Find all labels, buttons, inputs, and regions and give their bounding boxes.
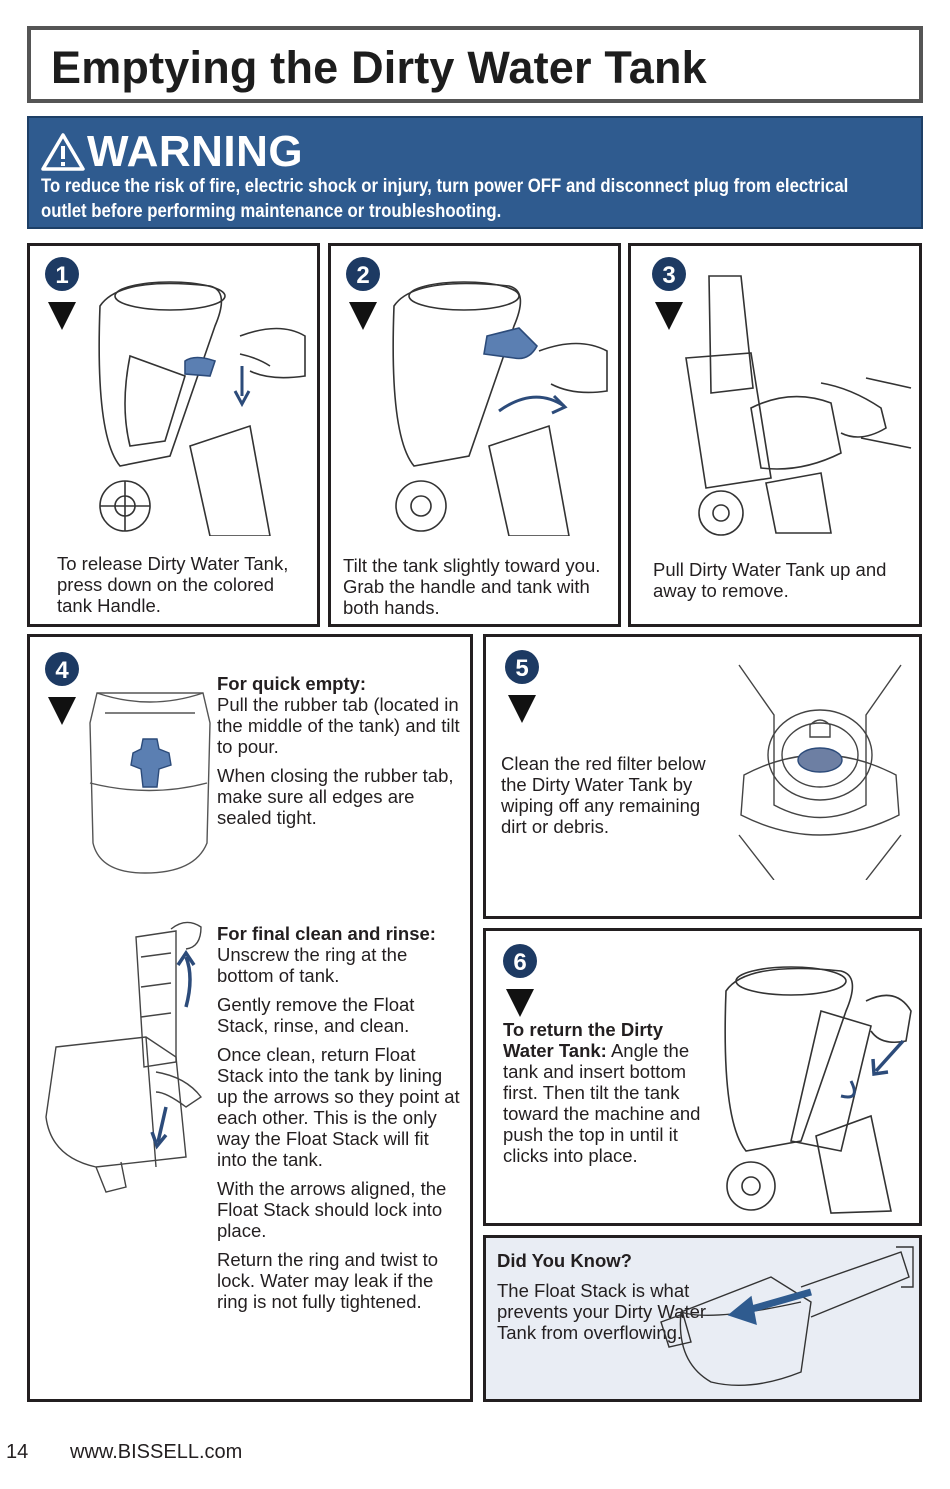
step-4-aligned-text: With the arrows aligned, the Float Stack… bbox=[217, 1178, 447, 1241]
step-1-badge: 1 bbox=[44, 256, 84, 331]
step-3-caption: Pull Dirty Water Tank up and away to rem… bbox=[653, 559, 887, 601]
step-6-number: 6 bbox=[513, 949, 527, 976]
step-4-final-text: Unscrew the ring at the bottom of tank. bbox=[217, 944, 408, 986]
step-1-caption: To release Dirty Water Tank, press down … bbox=[57, 553, 289, 616]
warning-title-row: WARNING bbox=[41, 128, 303, 176]
step-4-closing-text: When closing the rubber tab, make sure a… bbox=[217, 765, 454, 828]
footer-website-link[interactable]: www.BISSELL.com bbox=[70, 1441, 243, 1463]
step-5-panel: 5 Clean the red filter below the Dirty W… bbox=[483, 634, 922, 919]
step-3-badge: 3 bbox=[651, 256, 691, 331]
page-title: Emptying the Dirty Water Tank bbox=[51, 42, 707, 93]
step-2-badge: 2 bbox=[345, 256, 385, 331]
step-6-text: Angle the tank and insert bottom first. … bbox=[503, 1040, 701, 1166]
step-4-panel: 4 For quick empty:Pull the rubber tab (l… bbox=[27, 634, 473, 1402]
page-number: 14 bbox=[6, 1441, 29, 1463]
step-4-ring-text: Return the ring and twist to lock. Water… bbox=[217, 1249, 439, 1312]
step-4-tank-illustration bbox=[85, 683, 215, 878]
step-2-caption: Tilt the tank slightly toward you. Grab … bbox=[343, 555, 601, 618]
step-6-panel: 6 To return the Dirty Water Tank: Angle … bbox=[483, 928, 922, 1226]
step-4-quick-text: Pull the rubber tab (located in the midd… bbox=[217, 694, 460, 757]
warning-title: WARNING bbox=[87, 127, 304, 176]
did-you-know-heading: Did You Know? bbox=[497, 1250, 632, 1271]
step-5-caption: Clean the red filter below the Dirty Wat… bbox=[501, 753, 706, 837]
step-3-panel: 3 Pull Dirty Water Tank up and away to r… bbox=[628, 243, 922, 627]
step-2-illustration bbox=[389, 266, 614, 537]
step-2-panel: 2 Tilt the tank slightly toward you. Gra… bbox=[328, 243, 621, 627]
step-6-badge: 6 bbox=[502, 943, 542, 1018]
step-4-remove-text: Gently remove the Float Stack, rinse, an… bbox=[217, 994, 415, 1036]
did-you-know-panel: Did You Know? The Float Stack is what pr… bbox=[483, 1235, 922, 1402]
step-1-illustration bbox=[90, 266, 312, 537]
step-4-quick-heading: For quick empty: bbox=[217, 673, 367, 694]
step-5-filter-illustration bbox=[734, 655, 906, 881]
did-you-know-float-stack-illustration bbox=[651, 1242, 916, 1392]
step-6-heading: To return the Dirty Water Tank: bbox=[503, 1019, 663, 1061]
did-you-know-block: Did You Know? The Float Stack is what pr… bbox=[497, 1250, 707, 1351]
page-title-box: Emptying the Dirty Water Tank bbox=[27, 26, 923, 103]
step-4-badge: 4 bbox=[44, 651, 84, 726]
did-you-know-text: The Float Stack is what prevents your Di… bbox=[497, 1280, 707, 1343]
step-4-number: 4 bbox=[55, 657, 69, 684]
step-5-number: 5 bbox=[515, 655, 529, 682]
step-4-return-text: Once clean, return Float Stack into the … bbox=[217, 1044, 460, 1170]
step-6-block: To return the Dirty Water Tank: Angle th… bbox=[503, 1019, 718, 1166]
step-2-number: 2 bbox=[356, 262, 370, 289]
step-4-final-block: For final clean and rinse: Unscrew the r… bbox=[217, 923, 462, 1320]
step-3-illustration bbox=[681, 268, 916, 538]
step-1-number: 1 bbox=[55, 262, 69, 289]
step-5-badge: 5 bbox=[504, 649, 544, 724]
warning-banner: WARNING To reduce the risk of fire, elec… bbox=[27, 116, 923, 229]
step-4-final-heading: For final clean and rinse: bbox=[217, 923, 436, 944]
step-1-panel: 1 To release Dirty Water Tank, press dow… bbox=[27, 243, 320, 627]
step-6-illustration bbox=[721, 951, 916, 1216]
warning-triangle-icon bbox=[41, 133, 85, 171]
step-3-number: 3 bbox=[662, 262, 676, 289]
step-4-quick-block: For quick empty:Pull the rubber tab (loc… bbox=[217, 673, 462, 836]
warning-text: To reduce the risk of fire, electric sho… bbox=[41, 175, 849, 222]
step-4-float-stack-illustration bbox=[36, 917, 211, 1197]
